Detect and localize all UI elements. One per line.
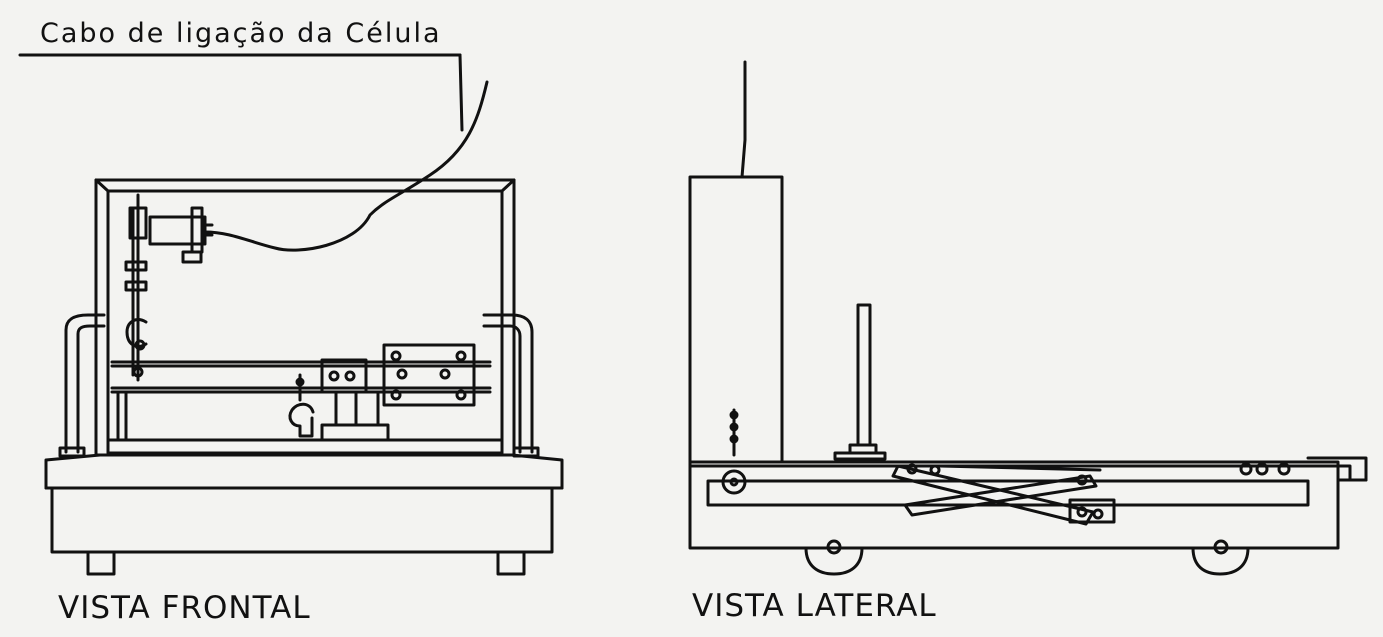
front-frame bbox=[94, 178, 516, 457]
cable-leader bbox=[18, 53, 464, 132]
hook-clamp bbox=[288, 373, 315, 438]
front-base bbox=[44, 453, 564, 576]
side-pins bbox=[1239, 462, 1291, 476]
front-view bbox=[44, 80, 564, 576]
cable-label: Cabo de ligação da Célula bbox=[40, 18, 442, 49]
mounting-plate bbox=[382, 343, 476, 407]
load-cell bbox=[128, 206, 214, 264]
side-column bbox=[688, 175, 784, 464]
scissor-linkage bbox=[891, 463, 1116, 526]
side-wheels bbox=[804, 539, 1250, 576]
bracket-block bbox=[320, 358, 390, 442]
hook-chain bbox=[124, 193, 148, 382]
front-cable bbox=[203, 80, 489, 252]
front-view-caption: VISTA FRONTAL bbox=[58, 590, 311, 626]
side-view bbox=[688, 60, 1368, 576]
side-view-caption: VISTA LATERAL bbox=[692, 588, 937, 624]
side-hook bbox=[721, 408, 747, 495]
front-handles bbox=[58, 313, 540, 458]
side-post bbox=[833, 303, 887, 461]
side-cable bbox=[740, 60, 747, 179]
